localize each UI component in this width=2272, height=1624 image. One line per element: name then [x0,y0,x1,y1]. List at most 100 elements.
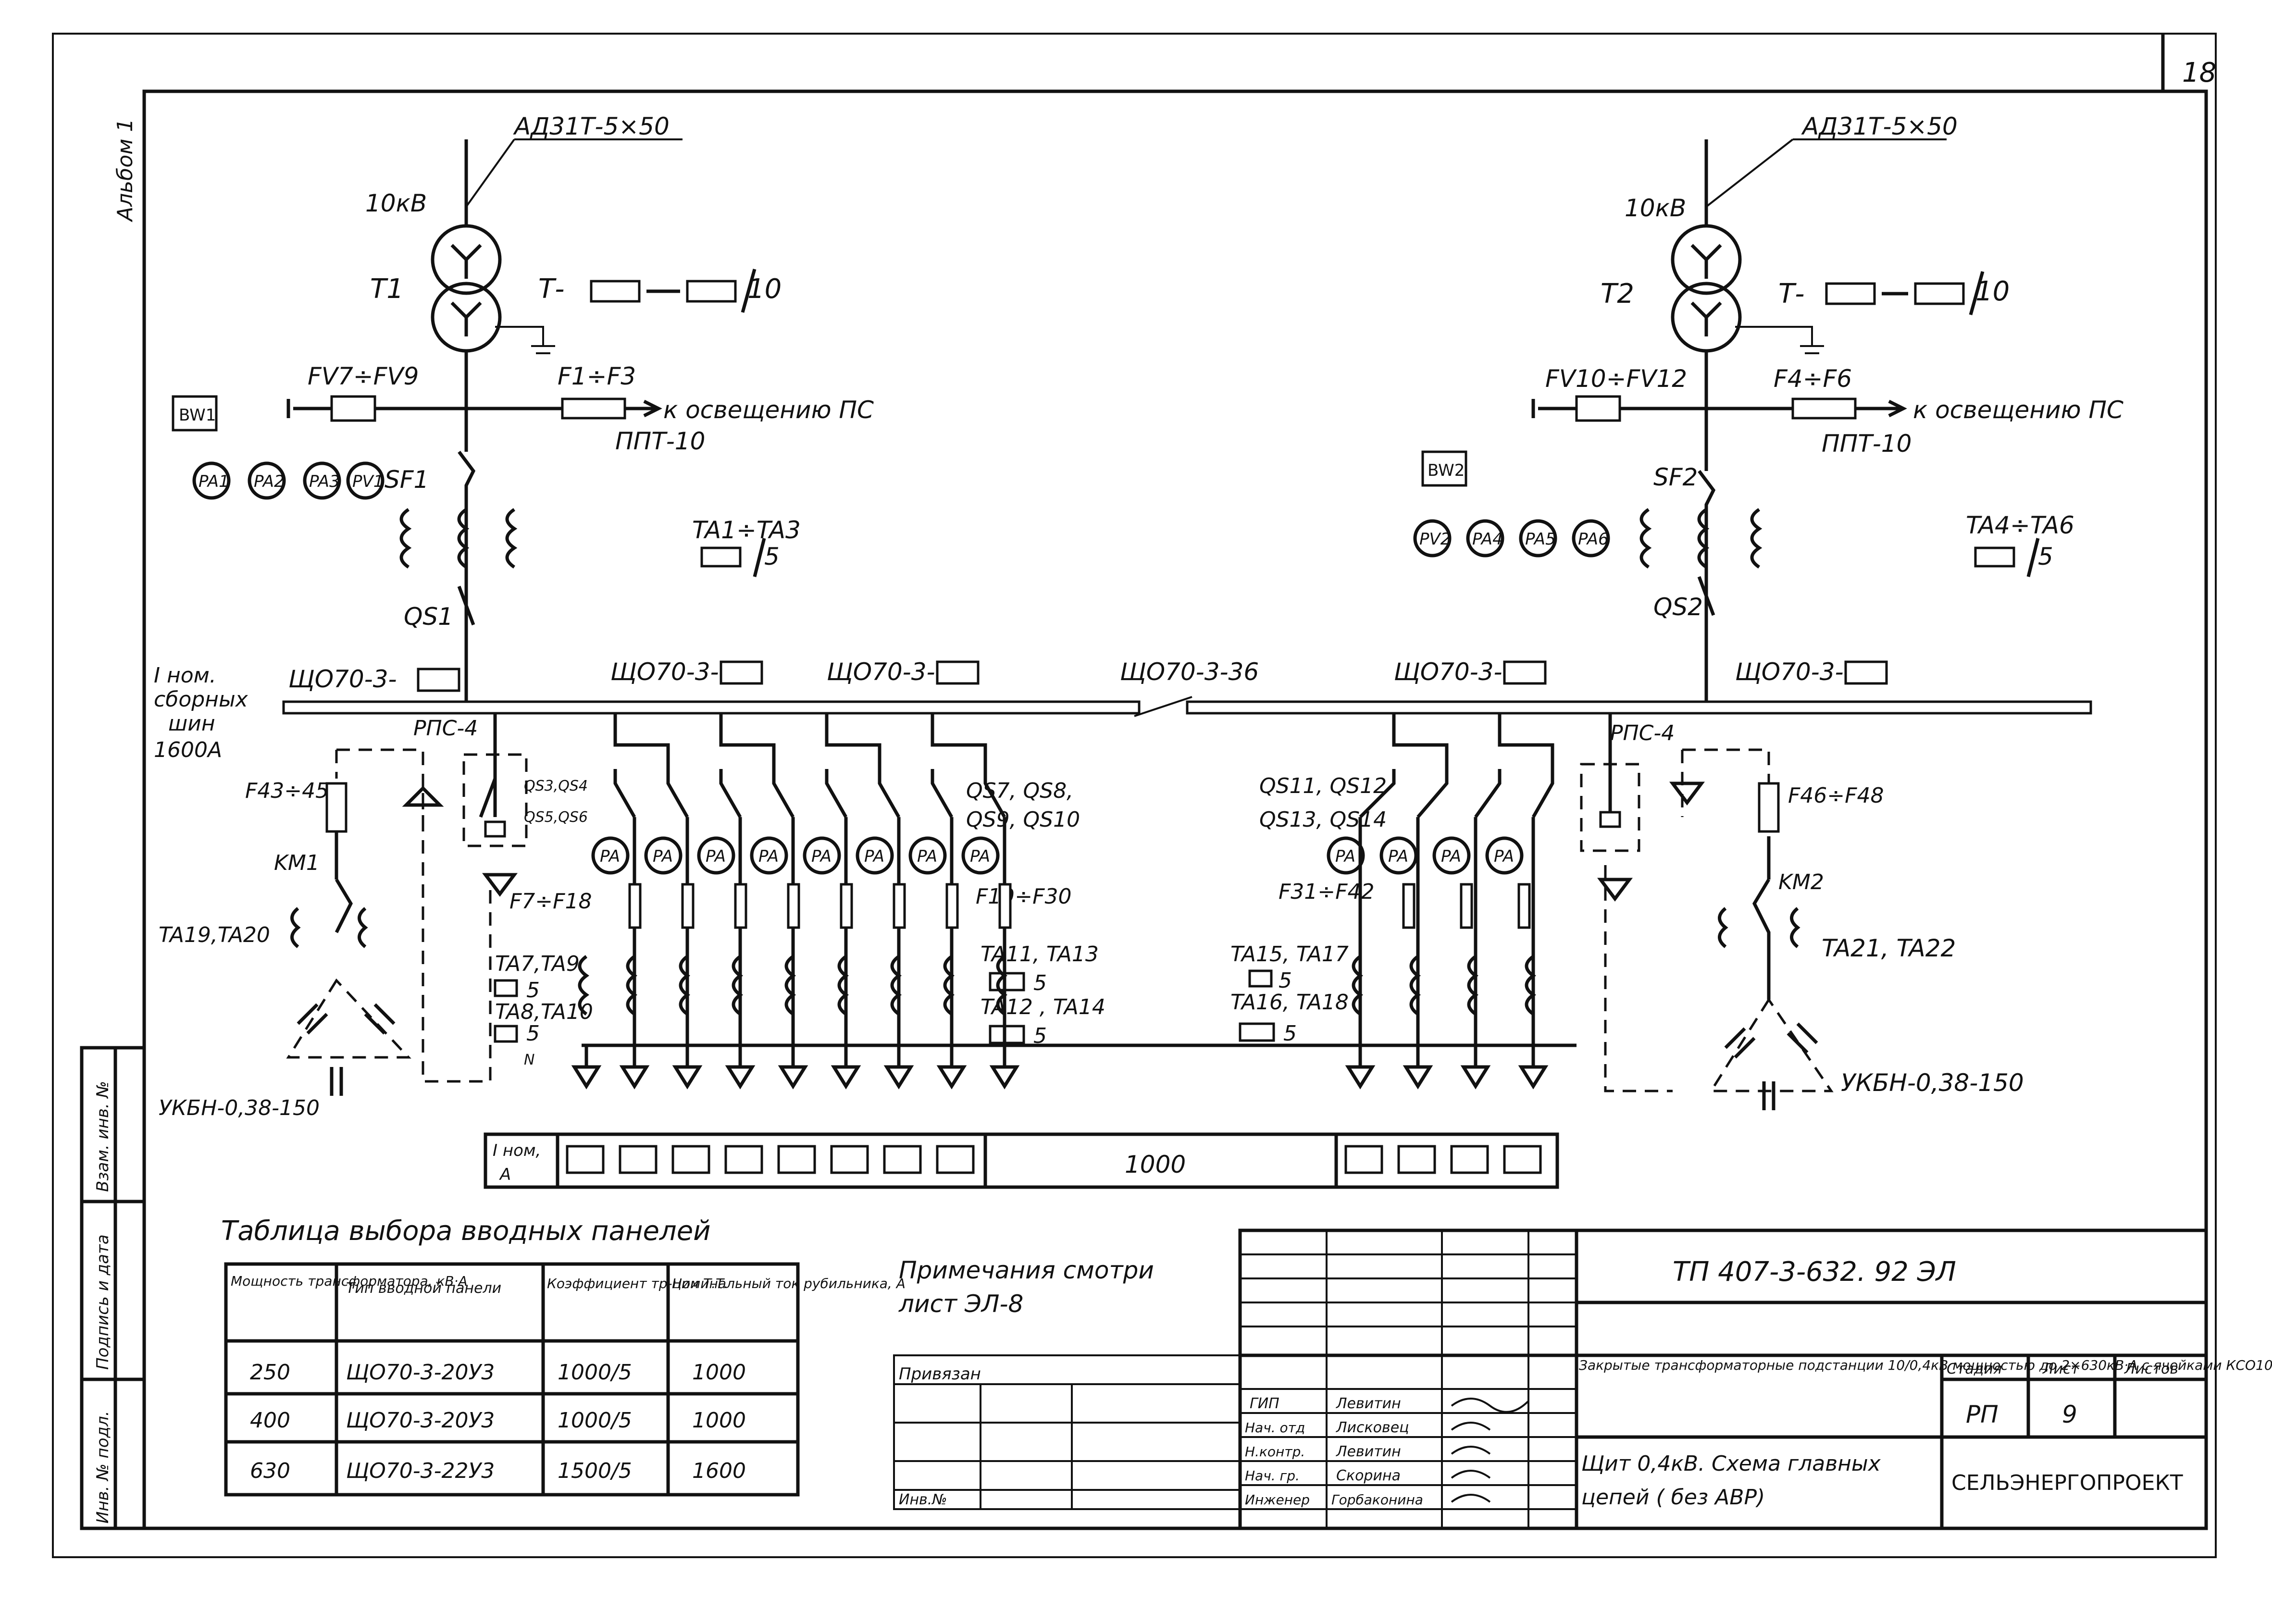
transformer-t1-group: АД31Т-5×50 10кВ Т1 Т- 10 FV7÷FV9 F1÷F3 к… [172,112,874,707]
left-ta-d-ratio: 5 [1033,1024,1047,1048]
t2-voltage-label: 10кВ [1625,194,1686,222]
t2-meters: PV2 PA4 PA5 PA6 [1413,519,1610,558]
t1-primary-winding [431,224,502,295]
stamp-description: Закрытые трансформаторные подстанции 10/… [1579,1357,2272,1373]
busbar-section-1 [282,700,1141,715]
table-cell-2-1: ЩО70-3-22У3 [346,1459,495,1483]
title-block: ТП 407-3-632. 92 ЭЛ Закрытые трансформат… [893,1228,2272,1530]
left-ta-b-ratio: 5 [526,1021,540,1046]
right-km-label: KM2 [1778,870,1824,894]
t1-meter-1: PA2 [254,472,285,491]
left-f-cap-label: F43÷45 [245,779,329,803]
left-qs-d-label: QS9, QS10 [966,807,1080,832]
vzam-inv-label: Взам. инв. № [93,1081,112,1192]
left-qs-c-label: QS7, QS8, [966,779,1073,803]
stamp-title-1: Щит 0,4кВ. Схема главных [1581,1451,1881,1476]
notes-line-2: лист ЭЛ-8 [898,1290,1023,1318]
t1-type-label: Т- [538,273,564,305]
signatures [1451,1398,1529,1503]
panel-label-1: ЩО70-3- [288,665,397,693]
stamp-role-1: Нач. отд [1245,1420,1305,1436]
t1-voltage-label: 10кВ [365,189,427,217]
right-qs-b-label: QS13, QS14 [1259,807,1387,832]
t2-fv-label: FV10÷FV12 [1545,365,1687,393]
pa-meter-2: PA [653,847,673,866]
neutral-label: N [524,1052,534,1068]
stamp-role-4: Инженер [1245,1492,1310,1508]
current-row: I ном, А 1000 [484,1132,1559,1189]
sheet-number: 18 [2182,57,2216,88]
table-cell-1-3: 1000 [692,1408,746,1433]
current-row-label-1: I ном, [493,1141,541,1160]
bw2-label: BW2 [1428,461,1465,480]
table-title: Таблица выбора вводных панелей [221,1215,711,1247]
table-header-1: Тип вводной панели [346,1280,501,1297]
stamp-role-0: ГИП [1250,1395,1279,1412]
t2-current-transformers [1639,508,1763,569]
feeders-left [582,713,1577,1047]
left-strip: Инв. № подл. Подпись и дата Взам. инв. № [80,1046,146,1530]
left-f-label: F7÷F18 [509,889,592,914]
table-header-3: Номинальный ток рубильника, А [672,1276,906,1291]
t1-meter-0: PA1 [199,472,229,491]
table-cell-0-0: 250 [250,1360,290,1385]
right-qs-a-label: QS11, QS12 [1259,774,1387,798]
t1-meter-2: PA3 [309,472,340,491]
right-rps-label: РПС-4 [1610,721,1675,745]
t2-label: Т2 [1601,278,1634,310]
t2-breaker-label: SF2 [1653,463,1698,491]
panel-labels: ЩО70-3- ЩО70-3- ЩО70-3- ЩО70-3-36 ЩО70-3… [288,658,1888,693]
panel-label-3: ЩО70-3- [827,658,935,686]
panel-label-2: ЩО70-3- [610,658,719,686]
t2-ratio-label: 10 [1975,276,2010,307]
stamp-name-1: Лисковец [1336,1419,1409,1436]
transformer-t2-group: АД31Т-5×50 10кВ Т2 Т- 10 FV10÷FV12 F4÷F6… [1413,112,2123,707]
left-f2-label: F19÷F30 [976,884,1071,909]
left-ta-c-ratio: 5 [1033,971,1047,995]
left-capacitor-group: РПС-4 F43÷45 KM1 TA19,TA20 УКБН-0,38-150… [159,713,593,1120]
right-ta-label: TA21, TA22 [1822,934,1956,962]
stamp-privyazan: Привязан [899,1364,981,1384]
stamp-name-4: Горбаконина [1331,1492,1423,1508]
table-cell-1-2: 1000/5 [558,1408,632,1433]
t2-arrester [1575,395,1621,422]
table-header-0: Мощность трансформатора, кВ·А [231,1273,468,1289]
table-cell-0-3: 1000 [692,1360,746,1385]
t1-ratio-label: 10 [747,273,782,305]
feeders-right [1392,713,1554,769]
selection-table: Таблица выбора вводных панелей Мощность … [221,1215,906,1497]
pa-meter-6: PA [864,847,884,866]
left-qs-b-label: QS5,QS6 [524,809,588,826]
t1-lighting-label: к освещению ПС [663,396,874,424]
t1-fuse [561,397,626,420]
pa-meter-3: PA [706,847,726,866]
pa-meter-8: PA [970,847,990,866]
t2-ta-ratio: 5 [2038,543,2053,570]
drawing-frame [142,89,2208,1530]
t1-breaker-label: SF1 [385,466,429,494]
table-cell-2-0: 630 [250,1459,290,1483]
t1-qs-label: QS1 [404,603,453,631]
table-cell-0-1: ЩО70-3-20У3 [346,1360,495,1385]
pa-meter-7: PA [917,847,937,866]
t1-label: Т1 [370,273,404,305]
panel-label-middle: ЩО70-3-36 [1120,658,1259,686]
stamp-name-0: Левитин [1336,1395,1401,1412]
pa-meter-11: PA [1441,847,1461,866]
t1-meters: PA1 PA2 PA3 PV1 [192,461,385,500]
table-cell-0-2: 1000/5 [558,1360,632,1385]
t1-arrester [330,395,376,422]
feeder-meters-left: PA PA PA PA PA PA PA PA [591,836,1000,875]
right-ukbn-label: УКБН-0,38-150 [1841,1069,2024,1097]
busbars: I ном. сборных шин 1600А [154,663,2092,762]
inv-orig-label: Инв. № подл. [93,1411,112,1524]
sign-date-label: Подпись и дата [93,1234,112,1370]
bw1-label: BW1 [179,406,216,425]
left-km-label: KM1 [274,851,320,875]
stamp-org: СЕЛЬЭНЕРГОПРОЕКТ [1951,1471,2183,1495]
t2-meter-3: PA6 [1578,530,1609,549]
t2-qs-label: QS2 [1653,593,1703,621]
t2-meter-2: PA5 [1525,530,1556,549]
stamp-title-2: цепей ( без АВР) [1581,1485,1765,1510]
right-capacitor-group: QS11, QS12 QS13, QS14 F31÷F42 TA15, TA17… [1230,713,2024,1110]
